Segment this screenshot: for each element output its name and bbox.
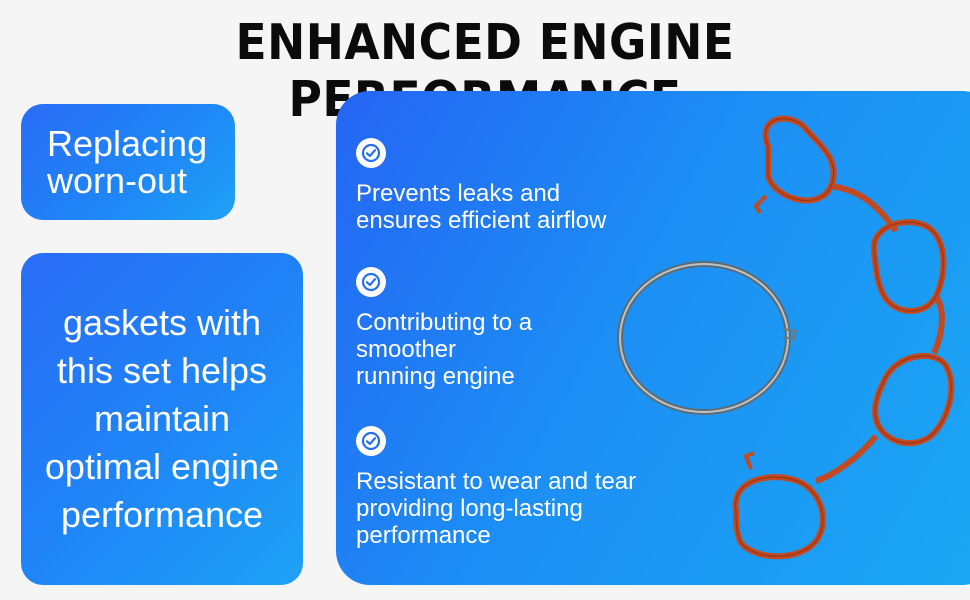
- gasket-images: [617, 115, 955, 560]
- feature-text: Resistant to wear and tear providing lon…: [356, 468, 637, 549]
- feature-item: Prevents leaks and ensures efficient air…: [356, 138, 686, 234]
- intro-text: Replacing worn-out: [47, 123, 208, 201]
- description-card: gaskets with this set helps maintain opt…: [21, 253, 303, 585]
- intake-manifold-gasket-image: [732, 115, 955, 560]
- check-circle-icon: [356, 138, 386, 168]
- intro-card: Replacing worn-out: [21, 104, 235, 220]
- feature-item: Contributing to a smoother running engin…: [356, 267, 686, 390]
- check-circle-icon: [356, 267, 386, 297]
- feature-text: Contributing to a smoother running engin…: [356, 309, 533, 390]
- check-circle-icon: [356, 426, 386, 456]
- feature-text: Prevents leaks and ensures efficient air…: [356, 180, 607, 234]
- description-text: gaskets with this set helps maintain opt…: [44, 302, 280, 535]
- feature-item: Resistant to wear and tear providing lon…: [356, 426, 686, 549]
- features-card: Prevents leaks and ensures efficient air…: [336, 91, 970, 585]
- throttle-body-ring-gasket-image: [617, 261, 798, 415]
